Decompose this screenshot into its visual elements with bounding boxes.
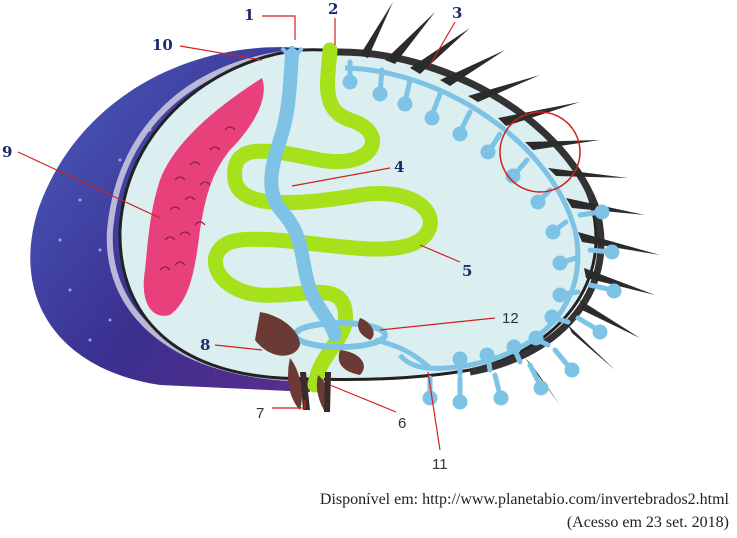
- source-caption: Disponível em: http://www.planetabio.com…: [319, 491, 729, 508]
- madreporite-branches: [280, 46, 304, 62]
- radial-canal: [344, 65, 581, 371]
- label-2: 2: [328, 0, 338, 18]
- label-5: 5: [462, 262, 472, 280]
- access-date-caption: (Acesso em 23 set. 2018): [566, 514, 729, 531]
- label-9: 9: [2, 143, 12, 161]
- label-1: 1: [244, 6, 254, 24]
- label-12: 12: [502, 310, 519, 327]
- intestine: [207, 42, 438, 393]
- gonad-texture: [159, 126, 236, 271]
- leader-lines: [17, 15, 496, 451]
- label-10: 10: [152, 36, 173, 54]
- mouth-region: [300, 372, 331, 412]
- label-7: 7: [256, 405, 264, 422]
- highlight-circle: [499, 111, 581, 193]
- label-8: 8: [200, 336, 210, 354]
- label-11: 11: [432, 456, 448, 473]
- label-6: 6: [398, 415, 406, 432]
- label-4: 4: [394, 158, 404, 176]
- tube-feet: [342, 59, 622, 410]
- stone-canal: [264, 48, 342, 342]
- label-3: 3: [452, 4, 462, 22]
- ring-branch: [374, 337, 432, 370]
- gonad: [143, 78, 264, 316]
